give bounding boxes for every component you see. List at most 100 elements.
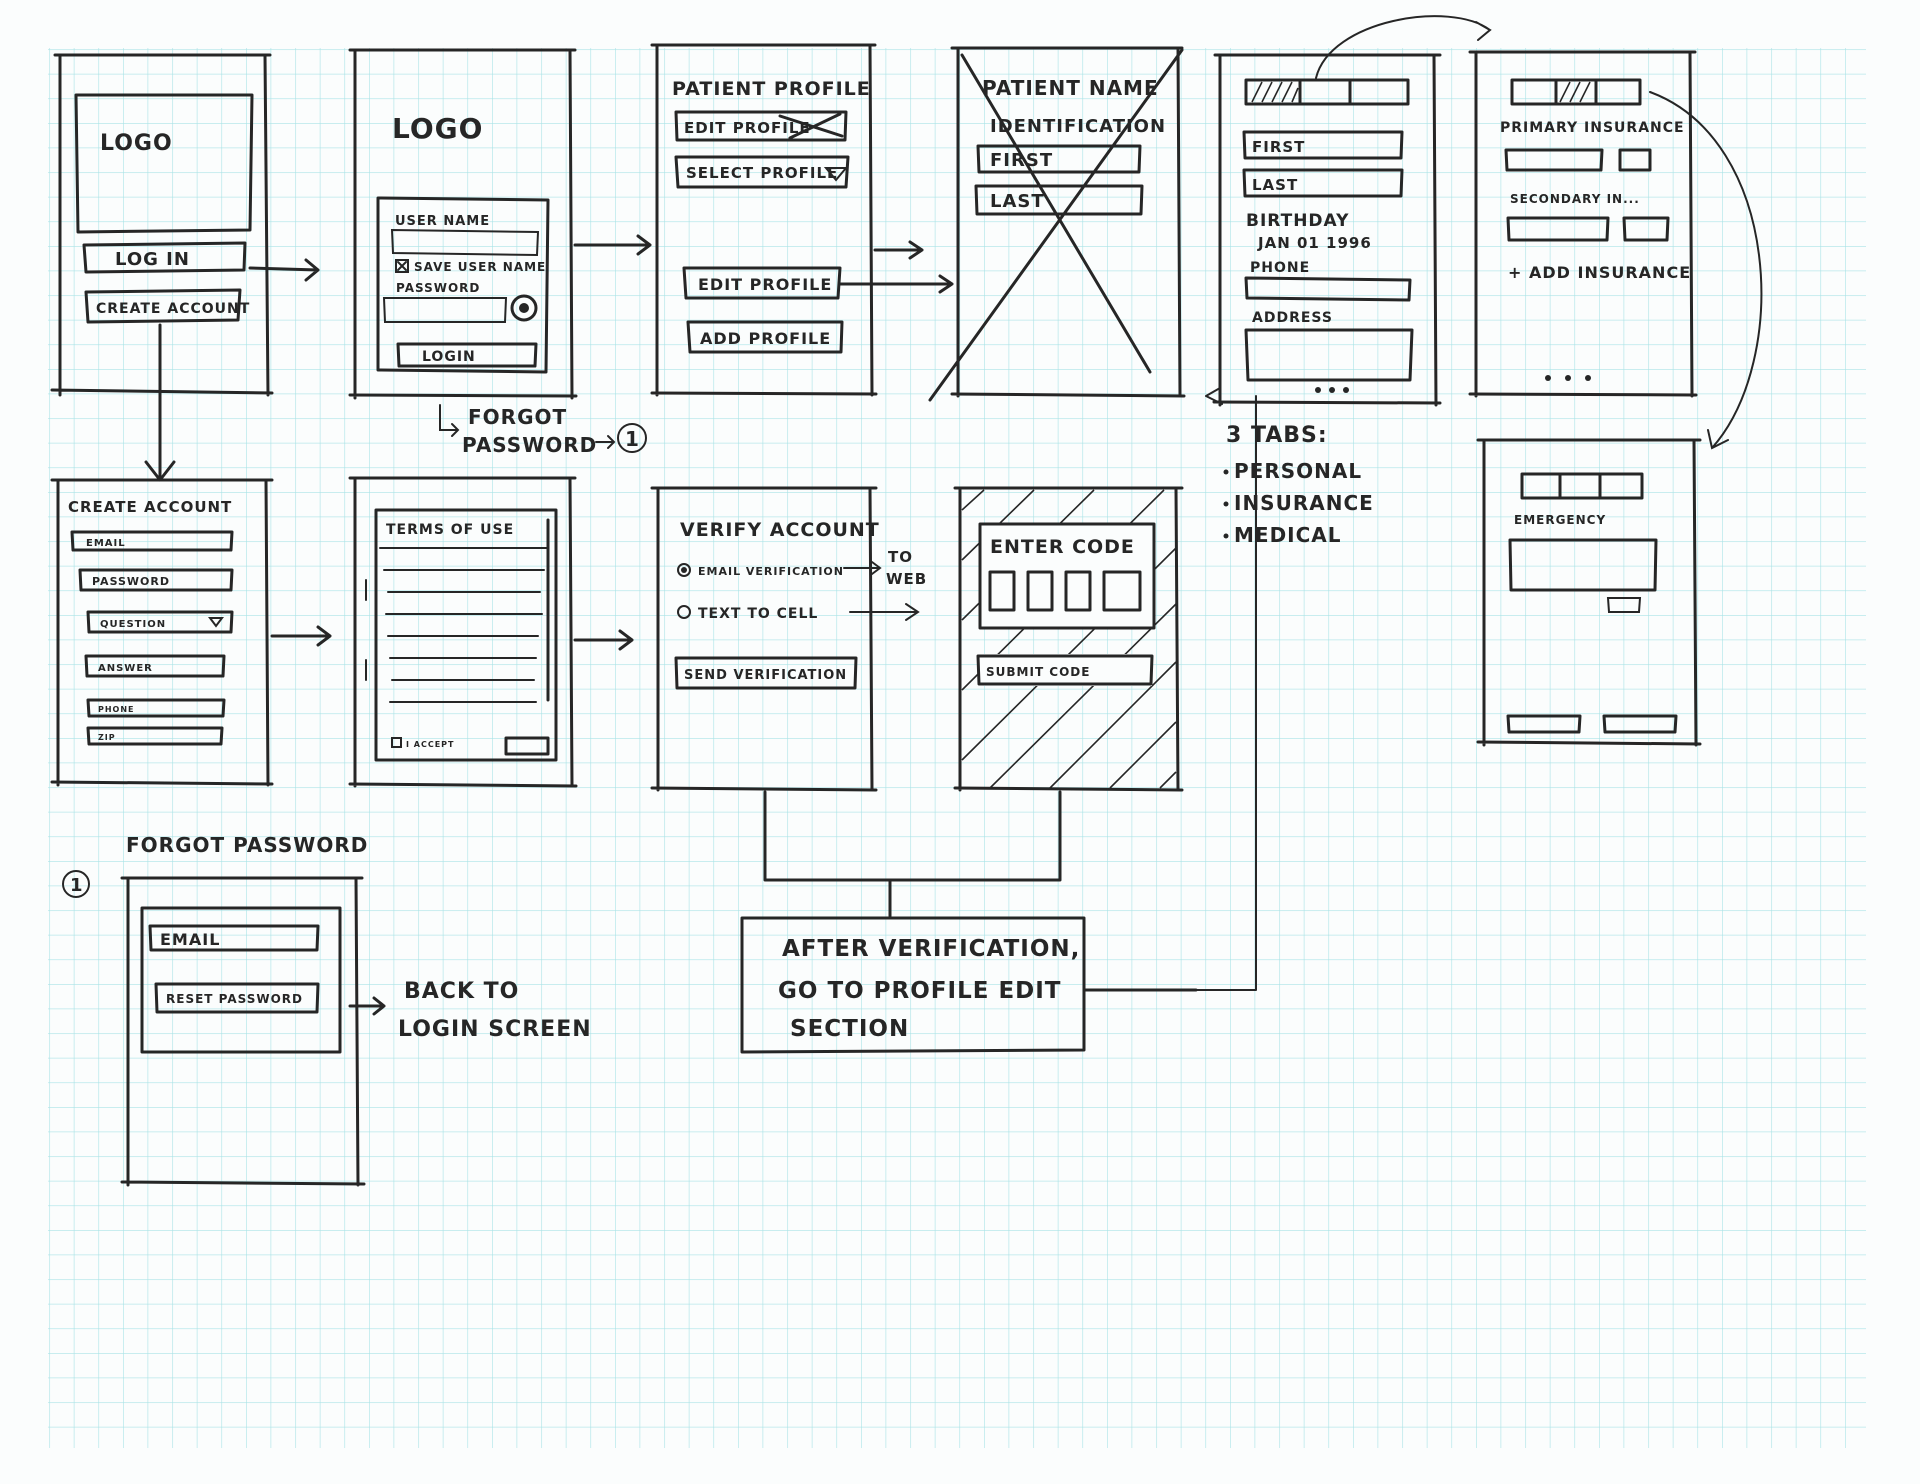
insurance-tab-screen: PRIMARY INSURANCE SECONDARY IN... + ADD … bbox=[1468, 50, 1698, 398]
patient-first-field[interactable]: FIRST bbox=[990, 150, 1053, 171]
create-field-question[interactable]: QUESTION bbox=[100, 619, 166, 630]
forgot-note-line1: FORGOT bbox=[468, 405, 567, 429]
birthday-value: JAN 01 1996 bbox=[1257, 234, 1372, 252]
patient-profile-screen: PATIENT PROFILE EDIT PROFILE SELECT PROF… bbox=[650, 43, 878, 397]
arrow-select-profile bbox=[873, 240, 924, 260]
after-verification-note: AFTER VERIFICATION, GO TO PROFILE EDIT S… bbox=[740, 916, 1086, 1054]
username-label: USER NAME bbox=[395, 214, 490, 229]
patient-last-field[interactable]: LAST bbox=[990, 191, 1045, 212]
add-insurance-button[interactable]: + ADD INSURANCE bbox=[1508, 263, 1691, 282]
password-field[interactable] bbox=[382, 297, 508, 323]
email-note-line1: TO bbox=[888, 548, 913, 566]
chevron-down-icon bbox=[823, 167, 849, 182]
secondary-insurance-field[interactable] bbox=[1506, 216, 1610, 242]
arrow-edit-profile bbox=[838, 274, 954, 294]
cross-out-lines bbox=[928, 48, 1184, 402]
secondary-insurance-edit-button[interactable] bbox=[1622, 216, 1670, 242]
select-profile-dropdown[interactable]: SELECT PROFILE bbox=[686, 164, 838, 182]
password-label: PASSWORD bbox=[396, 281, 480, 295]
code-digit-1[interactable] bbox=[988, 570, 1016, 612]
code-digit-2[interactable] bbox=[1026, 570, 1054, 612]
question-chevron-down-icon bbox=[208, 617, 224, 628]
forgot-note-arrow bbox=[595, 435, 616, 449]
submit-code-button[interactable]: SUBMIT CODE bbox=[986, 665, 1090, 679]
medical-tab-screen: EMERGENCY bbox=[1476, 438, 1702, 747]
after-note-line1: AFTER VERIFICATION, bbox=[782, 936, 1080, 962]
login-screen: LOGO USER NAME SAVE USER NAME PASSWORD L… bbox=[348, 48, 578, 400]
personal-tab-screen: FIRST LAST BIRTHDAY JAN 01 1996 PHONE AD… bbox=[1212, 53, 1442, 407]
primary-insurance-field[interactable] bbox=[1504, 148, 1604, 172]
arrow-back-to-login bbox=[348, 996, 386, 1016]
tabs-note-title: 3 TABS: bbox=[1226, 423, 1328, 448]
text-radio[interactable] bbox=[677, 605, 691, 619]
login-button[interactable]: LOGIN bbox=[422, 349, 476, 365]
accept-checkbox[interactable] bbox=[391, 737, 402, 748]
verify-account-screen: VERIFY ACCOUNT EMAIL VERIFICATION TO WEB… bbox=[650, 486, 927, 792]
arrow-tab-personal-to-insurance bbox=[1315, 15, 1492, 79]
arrow-verification-to-personal bbox=[1195, 387, 1257, 991]
email-radio[interactable] bbox=[677, 563, 691, 577]
phone-label: PHONE bbox=[1250, 260, 1310, 276]
forgot-email-field[interactable]: EMAIL bbox=[160, 930, 220, 949]
send-verification-button[interactable]: SEND VERIFICATION bbox=[684, 668, 847, 683]
welcome-logo-text: LOGO bbox=[100, 131, 173, 156]
verify-title: VERIFY ACCOUNT bbox=[680, 519, 880, 541]
welcome-screen: LOGO LOG IN CREATE ACCOUNT bbox=[50, 53, 274, 397]
create-field-zip[interactable]: ZIP bbox=[98, 733, 116, 742]
save-username-checkbox[interactable] bbox=[395, 259, 409, 273]
back-note-line2: LOGIN SCREEN bbox=[398, 1017, 592, 1042]
tabs-note-item-insurance: INSURANCE bbox=[1234, 491, 1374, 515]
reset-password-button[interactable]: RESET PASSWORD bbox=[166, 992, 303, 1006]
create-field-phone[interactable]: PHONE bbox=[98, 705, 135, 714]
emergency-field[interactable] bbox=[1508, 538, 1658, 592]
address-label: ADDRESS bbox=[1252, 310, 1333, 326]
forgot-ref-number: 1 bbox=[625, 427, 640, 451]
arrow-to-profile bbox=[573, 234, 652, 256]
show-password-icon[interactable] bbox=[510, 294, 538, 322]
create-field-email[interactable]: EMAIL bbox=[86, 538, 126, 549]
code-digit-4[interactable] bbox=[1102, 570, 1142, 612]
forgot-ref-circle bbox=[617, 423, 647, 453]
edit-profile-button[interactable]: EDIT PROFILE bbox=[698, 275, 832, 294]
arrow-tab-insurance-to-medical bbox=[1649, 91, 1763, 450]
verify-option-email: EMAIL VERIFICATION bbox=[698, 565, 844, 578]
primary-insurance-edit-button[interactable] bbox=[1618, 148, 1652, 172]
medical-right-button[interactable] bbox=[1602, 714, 1678, 734]
arrow-to-terms bbox=[270, 625, 332, 647]
create-field-answer[interactable]: ANSWER bbox=[98, 663, 153, 674]
patient-profile-title: PATIENT PROFILE bbox=[672, 78, 871, 100]
address-field[interactable] bbox=[1244, 328, 1414, 382]
birthday-label: BIRTHDAY bbox=[1246, 211, 1349, 231]
email-note-line2: WEB bbox=[886, 570, 927, 588]
terms-accept-label: I ACCEPT bbox=[406, 740, 454, 749]
emergency-label: EMERGENCY bbox=[1514, 513, 1606, 527]
patient-name-screen: PATIENT NAME IDENTIFICATION FIRST LAST bbox=[928, 46, 1186, 402]
medical-left-button[interactable] bbox=[1506, 714, 1582, 734]
terms-text-lines bbox=[379, 547, 549, 703]
arrow-to-verify bbox=[573, 629, 634, 651]
add-profile-button[interactable]: ADD PROFILE bbox=[700, 329, 831, 348]
phone-field[interactable] bbox=[1244, 276, 1412, 302]
forgot-password-title: FORGOT PASSWORD bbox=[126, 833, 368, 857]
create-account-title: CREATE ACCOUNT bbox=[68, 498, 232, 516]
code-digit-3[interactable] bbox=[1064, 570, 1092, 612]
personal-last-field[interactable]: LAST bbox=[1252, 176, 1298, 194]
emergency-save-button[interactable] bbox=[1606, 597, 1642, 613]
welcome-login-button[interactable]: LOG IN bbox=[115, 249, 190, 270]
welcome-create-account-button[interactable]: CREATE ACCOUNT bbox=[96, 301, 250, 317]
tabs-note-item-personal: PERSONAL bbox=[1234, 459, 1362, 483]
struck-edit-profile-label: EDIT PROFILE bbox=[684, 119, 811, 137]
login-button-box[interactable] bbox=[396, 342, 538, 368]
tabs-note: 3 TABS: PERSONAL INSURANCE MEDICAL bbox=[1223, 423, 1374, 547]
secondary-insurance-label: SECONDARY IN... bbox=[1510, 192, 1640, 206]
enter-code-screen: ENTER CODE SUBMIT CODE bbox=[953, 486, 1184, 792]
forgot-hook-arrow bbox=[439, 404, 460, 437]
terms-next-button[interactable] bbox=[504, 736, 550, 756]
back-note-line1: BACK TO bbox=[404, 979, 519, 1004]
personal-first-field[interactable]: FIRST bbox=[1252, 138, 1305, 156]
forgot-password-screen: 1 FORGOT PASSWORD EMAIL RESET PASSWORD bbox=[62, 833, 368, 1187]
verification-connector bbox=[763, 790, 1062, 918]
create-field-password[interactable]: PASSWORD bbox=[92, 575, 170, 588]
forgot-note-line2: PASSWORD bbox=[462, 433, 597, 457]
